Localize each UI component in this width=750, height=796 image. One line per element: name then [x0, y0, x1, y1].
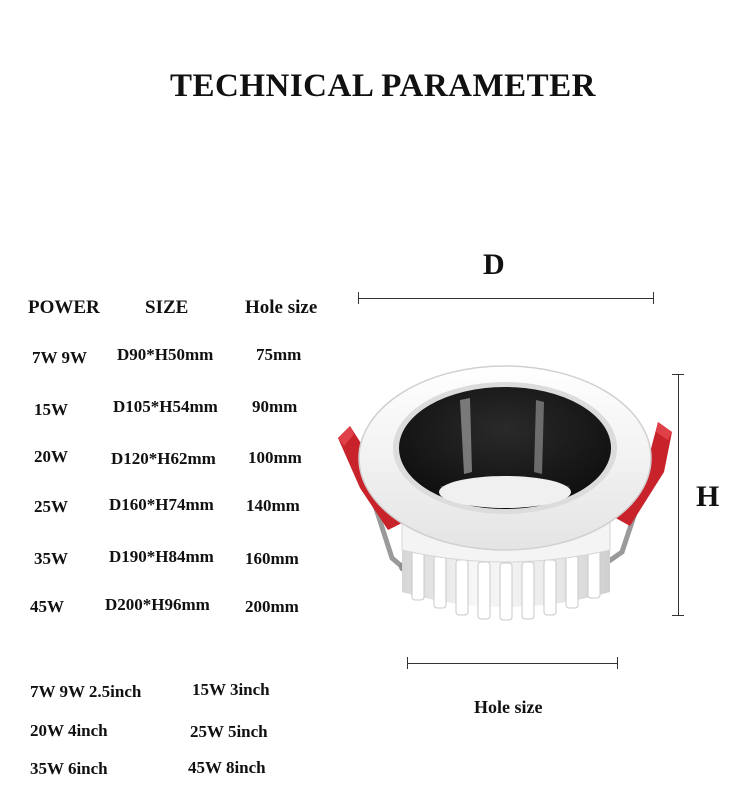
- row-size: D90*H50mm: [117, 345, 214, 364]
- row-power: 45W: [30, 597, 64, 616]
- hole-size-label: Hole size: [474, 697, 543, 717]
- header-hole-size: Hole size: [245, 297, 318, 318]
- inch-item: 45W 8inch: [188, 758, 266, 777]
- row-hole: 90mm: [252, 397, 298, 416]
- header-power: POWER: [28, 297, 100, 318]
- row-hole: 140mm: [246, 496, 300, 515]
- diameter-line: [358, 298, 654, 299]
- hole-size-tick-left: [407, 657, 408, 669]
- downlight-image: [338, 365, 672, 621]
- row-power: 15W: [34, 400, 68, 419]
- row-power: 20W: [34, 447, 68, 466]
- row-power: 35W: [34, 549, 68, 568]
- height-tick-bottom: [672, 615, 684, 616]
- row-size: D160*H74mm: [109, 495, 214, 514]
- hole-size-line: [407, 663, 618, 664]
- row-size: D200*H96mm: [105, 595, 210, 614]
- row-power: 25W: [34, 497, 68, 516]
- page-title: TECHNICAL PARAMETER: [169, 68, 596, 104]
- row-hole: 75mm: [256, 345, 302, 364]
- row-size: D105*H54mm: [113, 397, 218, 416]
- height-tick-top: [672, 374, 684, 375]
- row-size: D120*H62mm: [111, 449, 216, 468]
- inch-item: 20W 4inch: [30, 721, 108, 740]
- row-hole: 200mm: [245, 597, 299, 616]
- diameter-label: D: [483, 248, 505, 281]
- header-size: SIZE: [145, 297, 189, 318]
- inch-item: 25W 5inch: [190, 722, 268, 741]
- hole-size-tick-right: [617, 657, 618, 669]
- inch-item: 15W 3inch: [192, 680, 270, 699]
- row-hole: 160mm: [245, 549, 299, 568]
- diameter-tick-left: [358, 292, 359, 304]
- height-label: H: [696, 480, 720, 513]
- row-power: 7W 9W: [32, 348, 87, 367]
- row-hole: 100mm: [248, 448, 302, 467]
- inch-item: 7W 9W 2.5inch: [30, 682, 142, 701]
- inch-item: 35W 6inch: [30, 759, 108, 778]
- row-size: D190*H84mm: [109, 547, 214, 566]
- height-line: [678, 374, 679, 616]
- diameter-tick-right: [653, 292, 654, 304]
